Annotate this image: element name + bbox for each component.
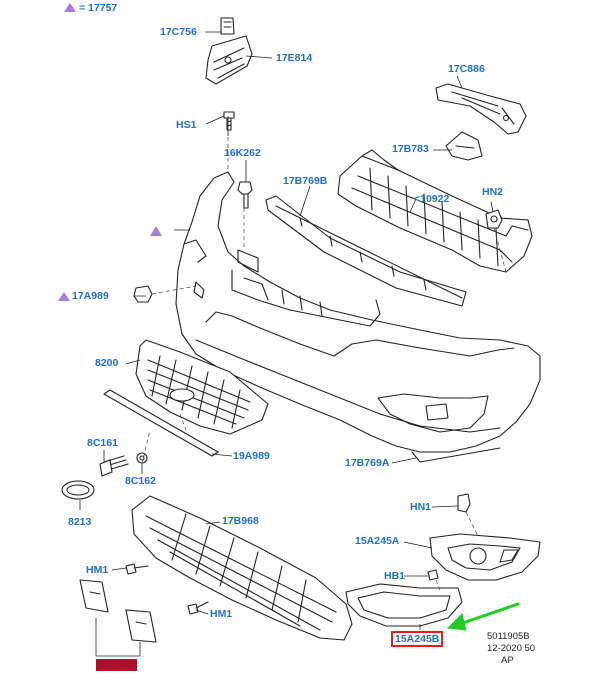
label-17c756: 17C756 (160, 26, 197, 38)
reference-code: 5011905B 12-2020 50 AP (487, 631, 535, 667)
label-15a245b-highlighted: 15A245B (391, 631, 444, 647)
reference-line-3: AP (501, 655, 514, 666)
nut-hn2-part (485, 209, 503, 229)
label-17a385-highlighted: 17A385 (96, 659, 137, 671)
badge-8213-part (61, 480, 95, 500)
nut-hn1-part (457, 493, 471, 513)
label-17e814: 17E814 (276, 52, 313, 64)
strip-19a989-part (103, 389, 219, 457)
clip-16k262-part (237, 181, 253, 209)
label-19a989: 19A989 (233, 450, 270, 462)
label-16k262: 16K262 (224, 147, 261, 159)
clip-8c162-part (136, 452, 148, 464)
bracket-17b783-part (445, 131, 483, 161)
pointer-arrow (446, 602, 520, 631)
legend-triangle-icon (64, 3, 76, 12)
clip-17c756-part (220, 17, 235, 35)
label-8213: 8213 (68, 516, 92, 528)
reference-line-1: 5011905B (487, 631, 530, 642)
fog-lamp-bezel-part (429, 533, 541, 581)
label-hm1-left: HM1 (86, 564, 109, 576)
screw-hb1-part (427, 569, 439, 581)
label-17b769a: 17B769A (345, 457, 390, 469)
label-8c162: 8C162 (125, 475, 156, 487)
bracket-17e814-part (205, 35, 253, 85)
label-hn1: HN1 (410, 501, 432, 513)
marker-triangle-cap (58, 292, 70, 301)
label-15a245a: 15A245A (355, 535, 400, 547)
label-17b968: 17B968 (222, 515, 259, 527)
reference-line-2: 12-2020 50 (487, 643, 536, 654)
clip-8c161-part (99, 455, 129, 477)
label-8200: 8200 (95, 357, 119, 369)
label-17b783: 17B783 (392, 143, 429, 155)
reinforcement-beam-part (337, 149, 533, 273)
legend-markers (58, 226, 162, 301)
screw-hs1-part (223, 111, 235, 131)
bezel-frame-part (345, 583, 463, 627)
label-hn2: HN2 (482, 186, 504, 198)
legend-text: = 17757 (79, 2, 118, 14)
screw-hm1-right-part (187, 601, 209, 615)
label-17a989: 17A989 (72, 290, 109, 302)
label-8c161: 8C161 (87, 437, 118, 449)
radiator-grille-part (135, 339, 269, 435)
plate-17a385-part (79, 579, 157, 643)
legend: = 17757 (64, 2, 117, 14)
leader-lines (79, 31, 494, 657)
reference-lines (141, 130, 507, 591)
lower-grille-part (131, 495, 353, 641)
bracket-17c886-part (435, 83, 527, 135)
upper-strip-17b769b-part (265, 195, 467, 307)
cap-17a989-part (133, 285, 153, 303)
label-10922: <10922 (414, 193, 450, 205)
label-17b769b: 17B769B (283, 175, 328, 187)
screw-hm1-left-part (125, 563, 149, 575)
label-hb1: HB1 (384, 570, 406, 582)
marker-triangle-bumper (150, 226, 162, 236)
label-hm1-right: HM1 (210, 608, 233, 620)
label-hs1: HS1 (176, 119, 197, 131)
label-17c886: 17C886 (448, 63, 485, 75)
